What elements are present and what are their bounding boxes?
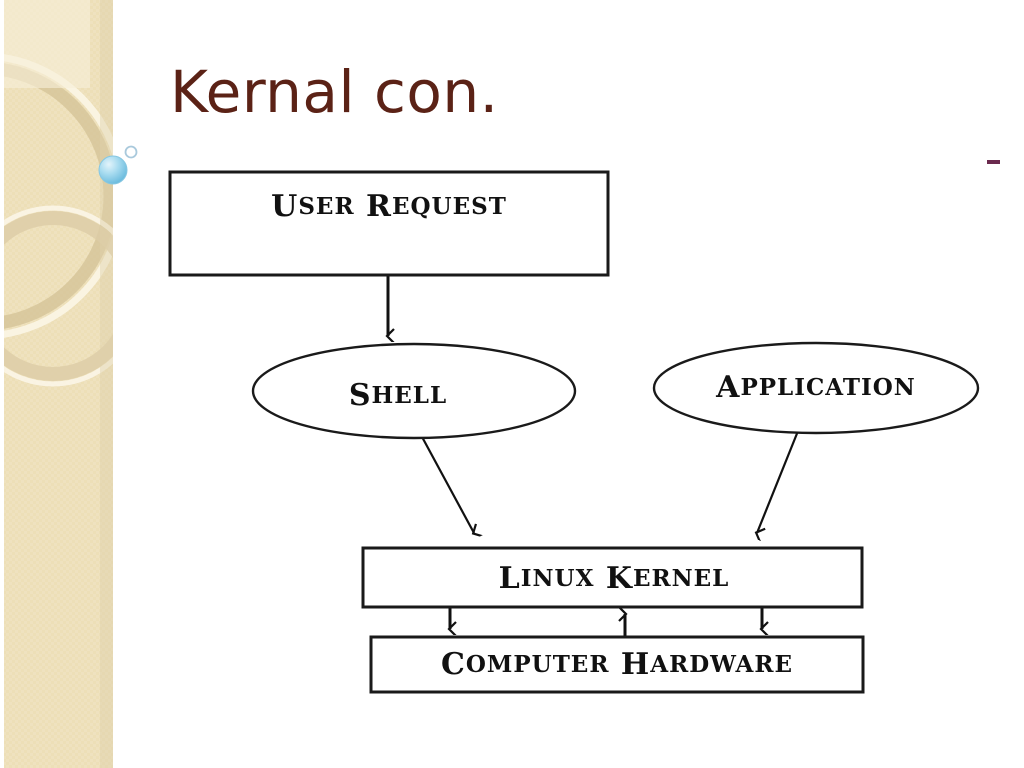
linux-kernel-box[interactable] <box>361 546 864 609</box>
node-computer-hardware[interactable]: COMPUTER HARDWARE <box>369 635 865 694</box>
user-request-box[interactable] <box>168 170 610 277</box>
shell-ellipse[interactable] <box>251 342 577 440</box>
application-label: APPLICATION <box>715 370 916 405</box>
computer-hardware-label: COMPUTER HARDWARE <box>441 647 793 682</box>
edge-application-kernel <box>757 430 800 533</box>
diagram-connectors <box>388 276 800 637</box>
page-title: Kernal con. <box>170 58 499 126</box>
node-shell[interactable]: SHELL <box>251 342 577 440</box>
application-ellipse[interactable] <box>652 341 980 435</box>
user-request-label: USER REQUEST <box>271 189 507 224</box>
node-application[interactable]: APPLICATION <box>652 341 980 435</box>
node-linux-kernel[interactable]: LINUX KERNEL <box>361 546 864 609</box>
shell-label: SHELL <box>349 378 447 413</box>
stray-dash-mark <box>987 160 1000 164</box>
node-user-request[interactable]: USER REQUEST <box>168 170 610 277</box>
linux-kernel-label: LINUX KERNEL <box>499 561 730 596</box>
computer-hardware-box[interactable] <box>369 635 865 694</box>
edge-shell-kernel <box>420 434 474 533</box>
